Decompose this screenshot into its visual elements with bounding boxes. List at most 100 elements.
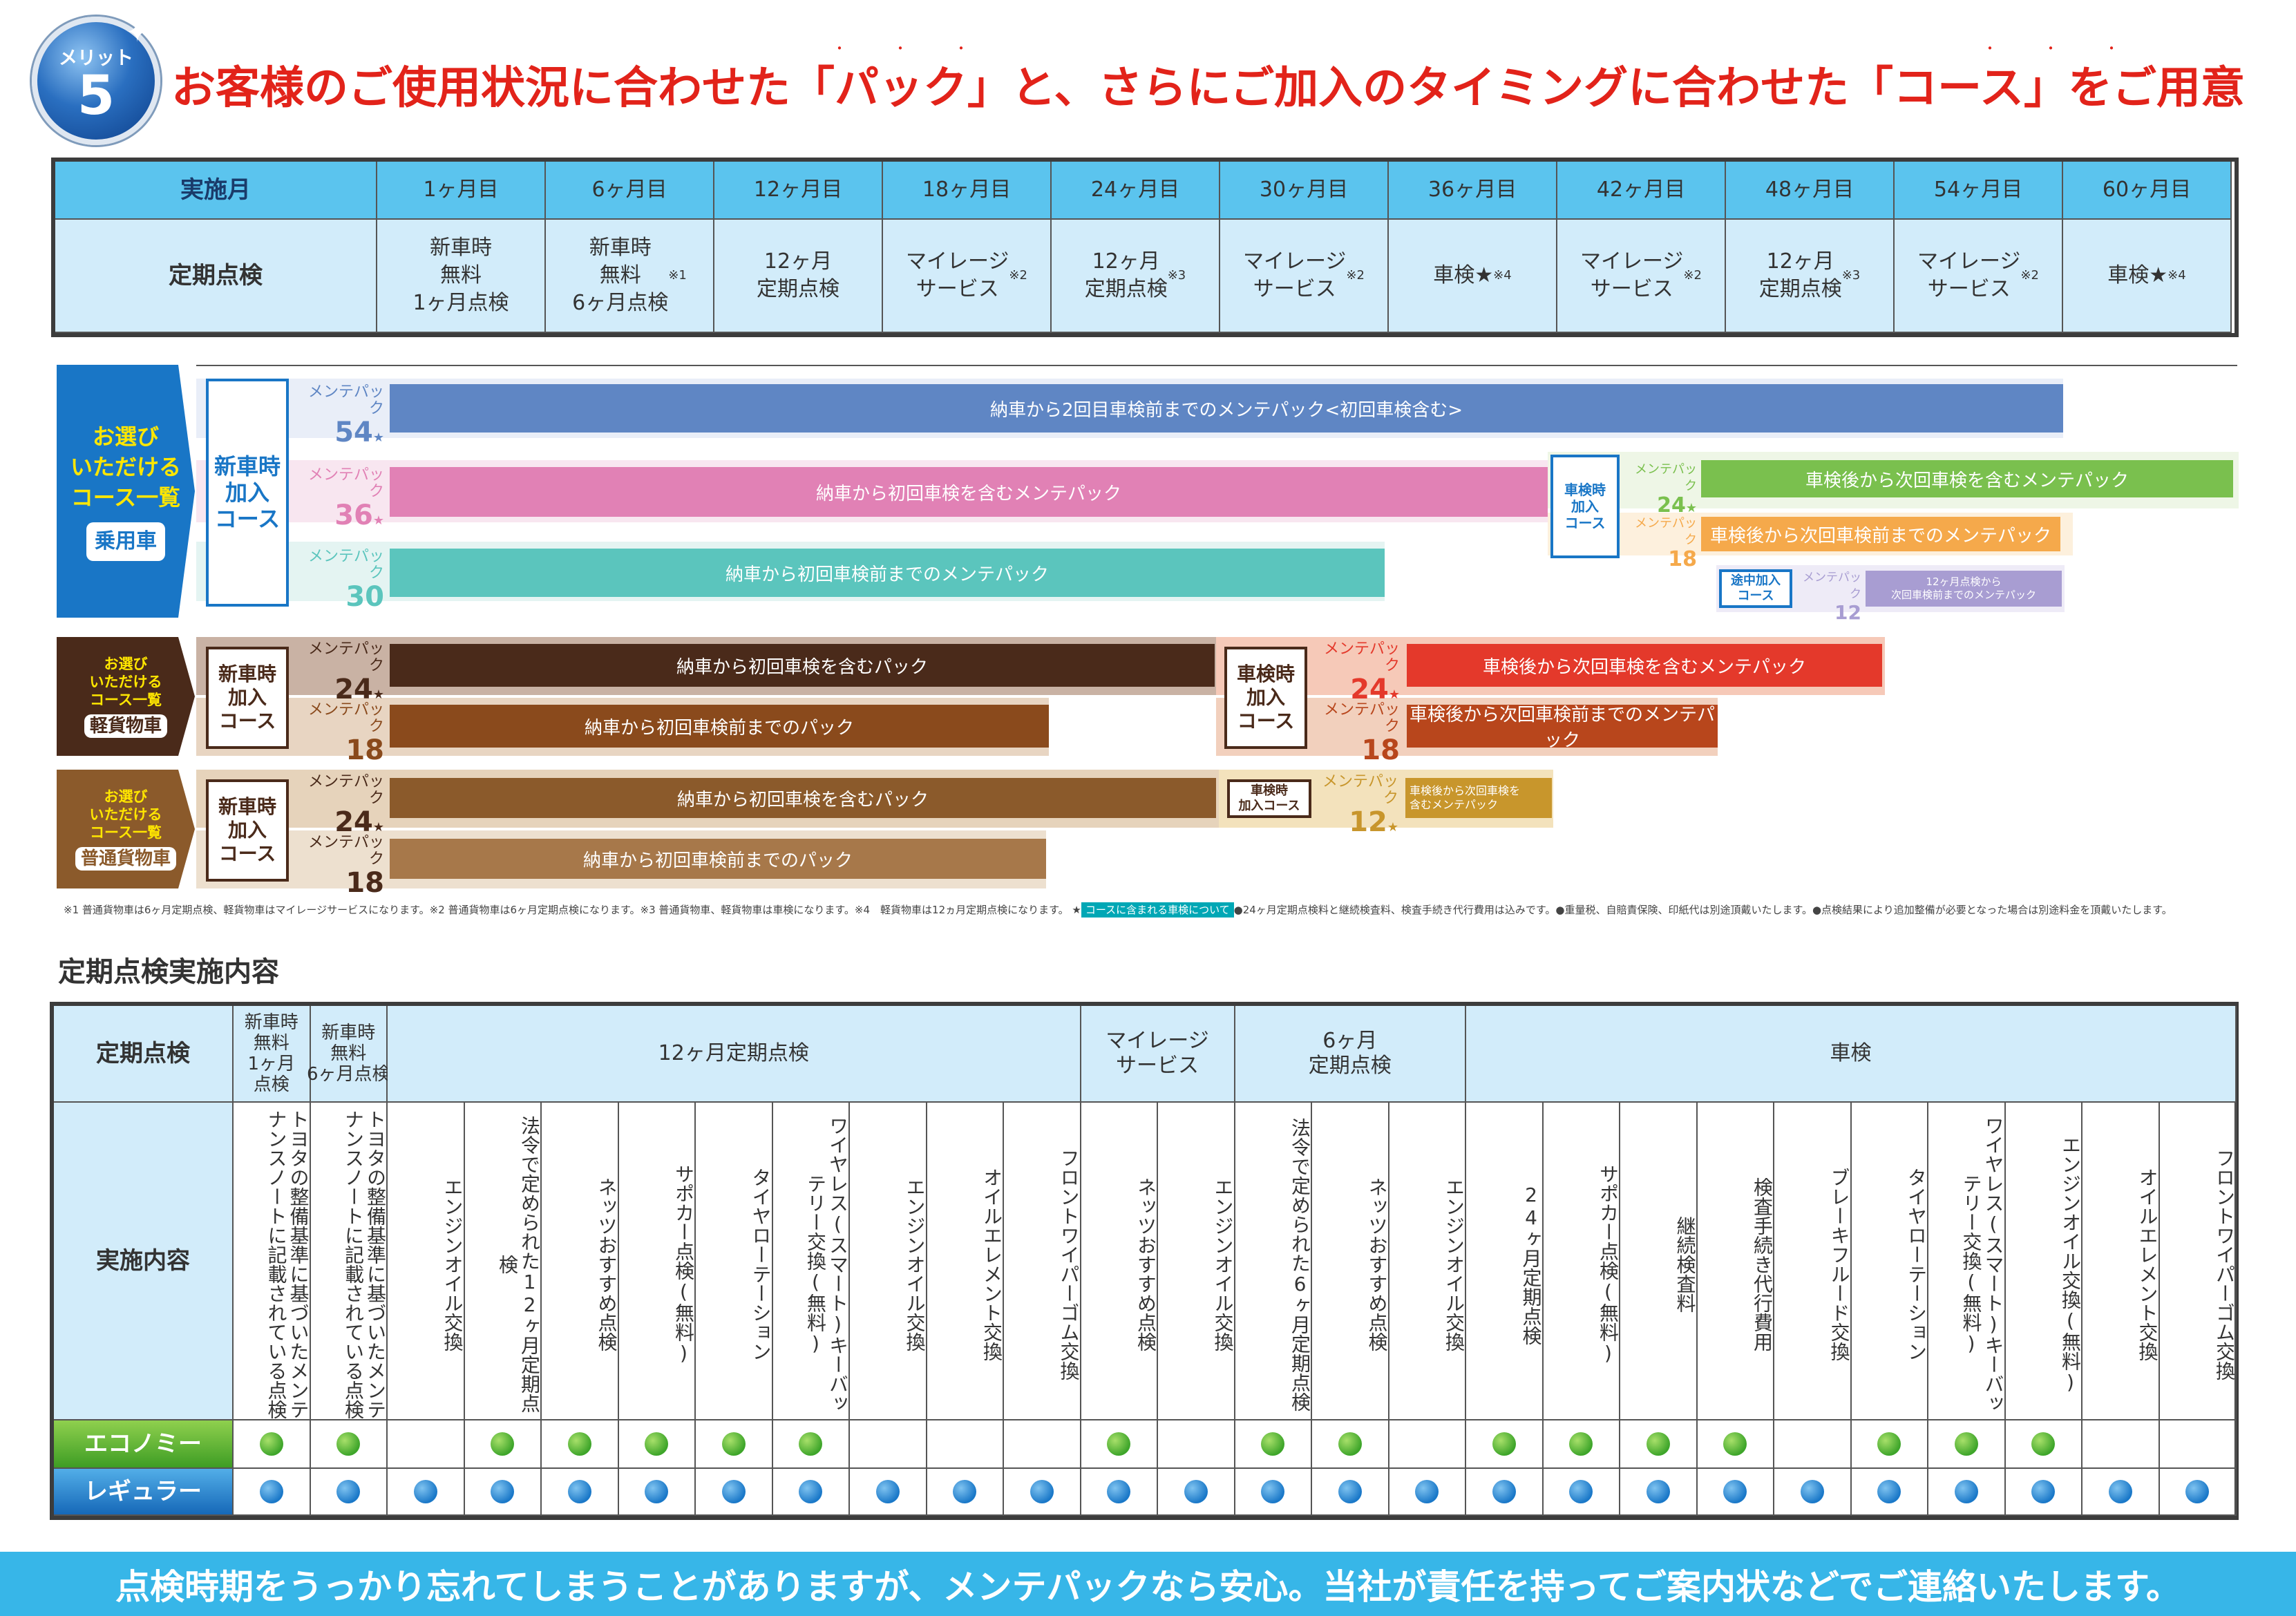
passenger-mid-course-box: 途中加入 コース [1719,569,1792,608]
blue-dot-icon [875,1480,900,1503]
blue-dot-icon [953,1480,977,1503]
light-pack-24-bar: 納車から初回車検を含むパック [390,644,1215,687]
schedule-month-label: 実施月 [55,162,377,220]
month-5: 24ヶ月目 [1052,162,1220,220]
item-20: 検査手続き代行費用 [1697,1103,1774,1420]
blue-dot-icon [645,1480,669,1503]
item-13: エンジンオイル交換 [1158,1103,1235,1420]
inspection-11: 車検★※4 [2063,220,2232,333]
green-dot-icon [336,1432,361,1456]
pack-i18-bar: 車検後から次回車検前までのメンテパック [1701,517,2060,551]
plan-cell [1543,1420,1620,1469]
blue-dot-icon [1723,1480,1747,1503]
schedule-inspection-label: 定期点検 [55,220,377,333]
plan-cell [1466,1469,1544,1516]
group-header-5: 6ヶ月 定期点検 [1235,1006,1466,1103]
item-7: タイヤローテーション [696,1103,773,1420]
plan-cell [234,1420,311,1469]
group-header-4: マイレージ サービス [1081,1006,1235,1103]
passenger-new-course-box: 新車時 加入 コース [206,379,289,607]
month-9: 48ヶ月目 [1726,162,1895,220]
emphasis-dots-pack: ・・・ [833,40,1015,57]
plan-cell [1466,1420,1544,1469]
plan-cell [2005,1420,2082,1469]
plan-cell [1081,1420,1158,1469]
plan-cell [1543,1469,1620,1516]
plan-cell [1158,1420,1235,1469]
plan-cell [1235,1420,1312,1469]
inspection-note: ※3 [1167,268,1186,283]
item-12: ネッツおすすめ点検 [1081,1103,1158,1420]
inspection-note: ※2 [1683,268,1702,283]
green-dot-icon [1877,1432,1901,1456]
blue-dot-icon [1877,1480,1901,1503]
blue-dot-icon [1646,1480,1670,1503]
plan-cell [310,1420,388,1469]
group-header-6: 車検 [1466,1006,2237,1103]
month-1: 1ヶ月目 [377,162,546,220]
emphasis-dots-course: ・・・ [1983,40,2165,57]
plan-cell [1081,1469,1158,1516]
inspection-text: 12ヶ月 定期点検 [1084,249,1168,301]
plan-cell [1389,1469,1466,1516]
course-list-title: お選び いただける コース一覧 [70,424,181,511]
plan-cell [388,1420,465,1469]
blue-dot-icon [1030,1480,1054,1503]
blue-dot-icon [1338,1480,1362,1503]
plan-cell [1158,1469,1235,1516]
blue-dot-icon [1800,1480,1824,1503]
inspection-10: マイレージ サービス※2 [1895,220,2063,333]
inspection-text: マイレージ サービス [1917,249,2021,301]
light-pack-18-bar: 納車から初回車検前までのパック [390,705,1049,748]
plan-cell [1774,1469,1852,1516]
green-dot-icon [1492,1432,1516,1456]
inspection-7: 車検★※4 [1389,220,1557,333]
regular-pack-24-bar: 納車から初回車検を含むパック [390,778,1216,818]
inspection-4: マイレージ サービス※2 [883,220,1052,333]
pack-i24-bar: 車検後から次回車検を含むメンテパック [1701,460,2233,497]
contents-title: 定期点検実施内容 [58,956,279,988]
plan-cell [618,1420,696,1469]
item-9: エンジンオイル交換 [850,1103,927,1420]
blue-dot-icon [1415,1480,1439,1503]
item-15: ネッツおすすめ点検 [1312,1103,1389,1420]
plan-cell [388,1469,465,1516]
green-dot-icon [1723,1432,1747,1456]
plan-cell [696,1420,773,1469]
blue-dot-icon [2108,1480,2132,1503]
green-dot-icon [1569,1432,1593,1456]
plan-cell [618,1469,696,1516]
plan-cell [310,1469,388,1516]
plan-cell [1235,1469,1312,1516]
green-dot-icon [721,1432,746,1456]
green-dot-icon [567,1432,591,1456]
inspection-3: 12ヶ月 定期点検 [714,220,883,333]
footnote-tag: コースに含まれる車検について [1081,902,1234,918]
item-25: オイルエレメント交換 [2082,1103,2160,1420]
badge-number: 5 [77,65,115,127]
plan-cell [2082,1469,2160,1516]
month-7: 36ヶ月目 [1389,162,1557,220]
inspection-text: マイレージ サービス [906,249,1009,301]
plan-cell [1620,1469,1698,1516]
plan-cell [1928,1469,2006,1516]
plan-regular-label: レギュラー [54,1469,234,1516]
green-dot-icon [259,1432,283,1456]
inspection-5: 12ヶ月 定期点検※3 [1052,220,1220,333]
plan-cell [1004,1420,1081,1469]
pack-m12-bar: 12ヶ月点検から 次回車検前までのメンテパック [1866,571,2062,607]
plan-cell [464,1469,542,1516]
item-17: 24ヶ月定期点検 [1466,1103,1544,1420]
bottom-banner: 点検時期をうっかり忘れてしまうことがありますが、メンテパックなら安心。当社が責任… [0,1552,2296,1616]
inspection-6: マイレージ サービス※2 [1220,220,1389,333]
plan-cell [2005,1469,2082,1516]
